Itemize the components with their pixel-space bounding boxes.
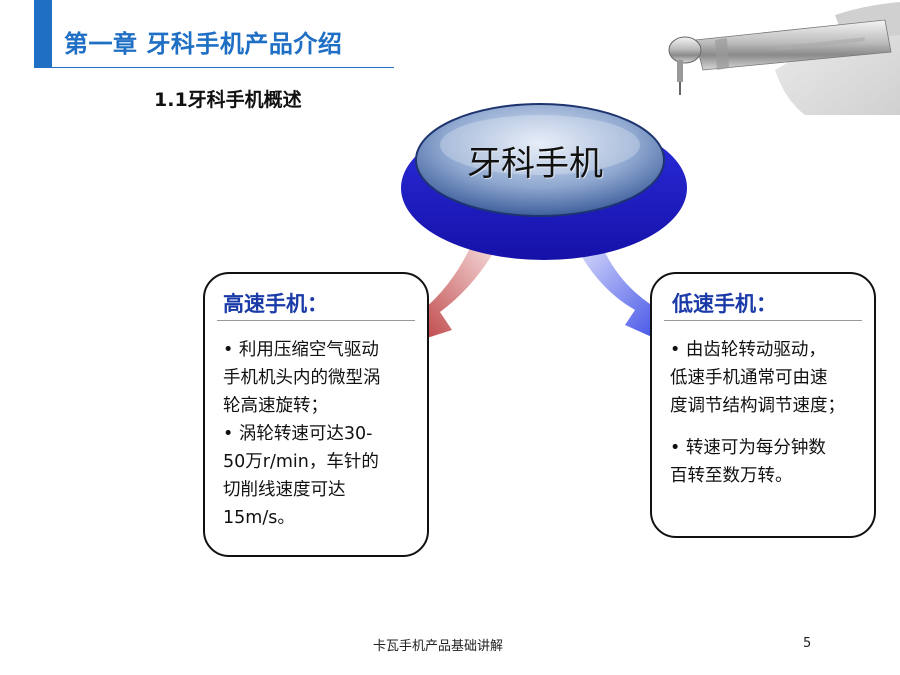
footer-text: 卡瓦手机产品基础讲解	[373, 639, 504, 654]
page-number: 5	[803, 636, 812, 651]
high-speed-box: 高速手机： • 利用压缩空气驱动 手机机头内的微型涡 轮高速旋转； • 涡轮转速…	[203, 272, 429, 557]
center-label: 牙科手机	[467, 144, 603, 184]
body-line: 度调节结构调节速度；	[670, 396, 845, 416]
body-line: • 涡轮转速可达30-	[223, 424, 373, 444]
right-arrow	[578, 246, 670, 345]
body-line: • 由齿轮转动驱动，	[670, 340, 826, 360]
box-divider	[664, 320, 862, 321]
high-speed-body: • 利用压缩空气驱动 手机机头内的微型涡 轮高速旋转； • 涡轮转速可达30- …	[223, 336, 419, 532]
body-line: 百转至数万转。	[670, 466, 793, 486]
title-underline	[52, 67, 394, 68]
chapter-title: 第一章 牙科手机产品介绍	[64, 30, 343, 58]
body-line: • 利用压缩空气驱动	[223, 340, 379, 360]
title-accent-bar	[34, 0, 52, 68]
low-speed-body: • 由齿轮转动驱动， 低速手机通常可由速 度调节结构调节速度； • 转速可为每分…	[670, 336, 866, 490]
body-line: 切削线速度可达	[223, 480, 346, 500]
body-line: • 转速可为每分钟数	[670, 438, 826, 458]
high-speed-heading: 高速手机：	[223, 292, 328, 316]
low-speed-heading: 低速手机：	[672, 292, 777, 316]
body-line: 低速手机通常可由速	[670, 368, 828, 388]
low-speed-box: 低速手机： • 由齿轮转动驱动， 低速手机通常可由速 度调节结构调节速度； • …	[650, 272, 876, 538]
body-line: 轮高速旋转；	[223, 396, 328, 416]
disc-top	[415, 103, 665, 217]
dental-handpiece-icon	[668, 2, 900, 115]
section-title: 1.1牙科手机概述	[154, 89, 302, 111]
body-line: 手机机头内的微型涡	[223, 368, 381, 388]
body-line: 15m/s。	[223, 508, 295, 528]
box-divider	[217, 320, 415, 321]
body-line: 50万r/min，车针的	[223, 452, 379, 472]
